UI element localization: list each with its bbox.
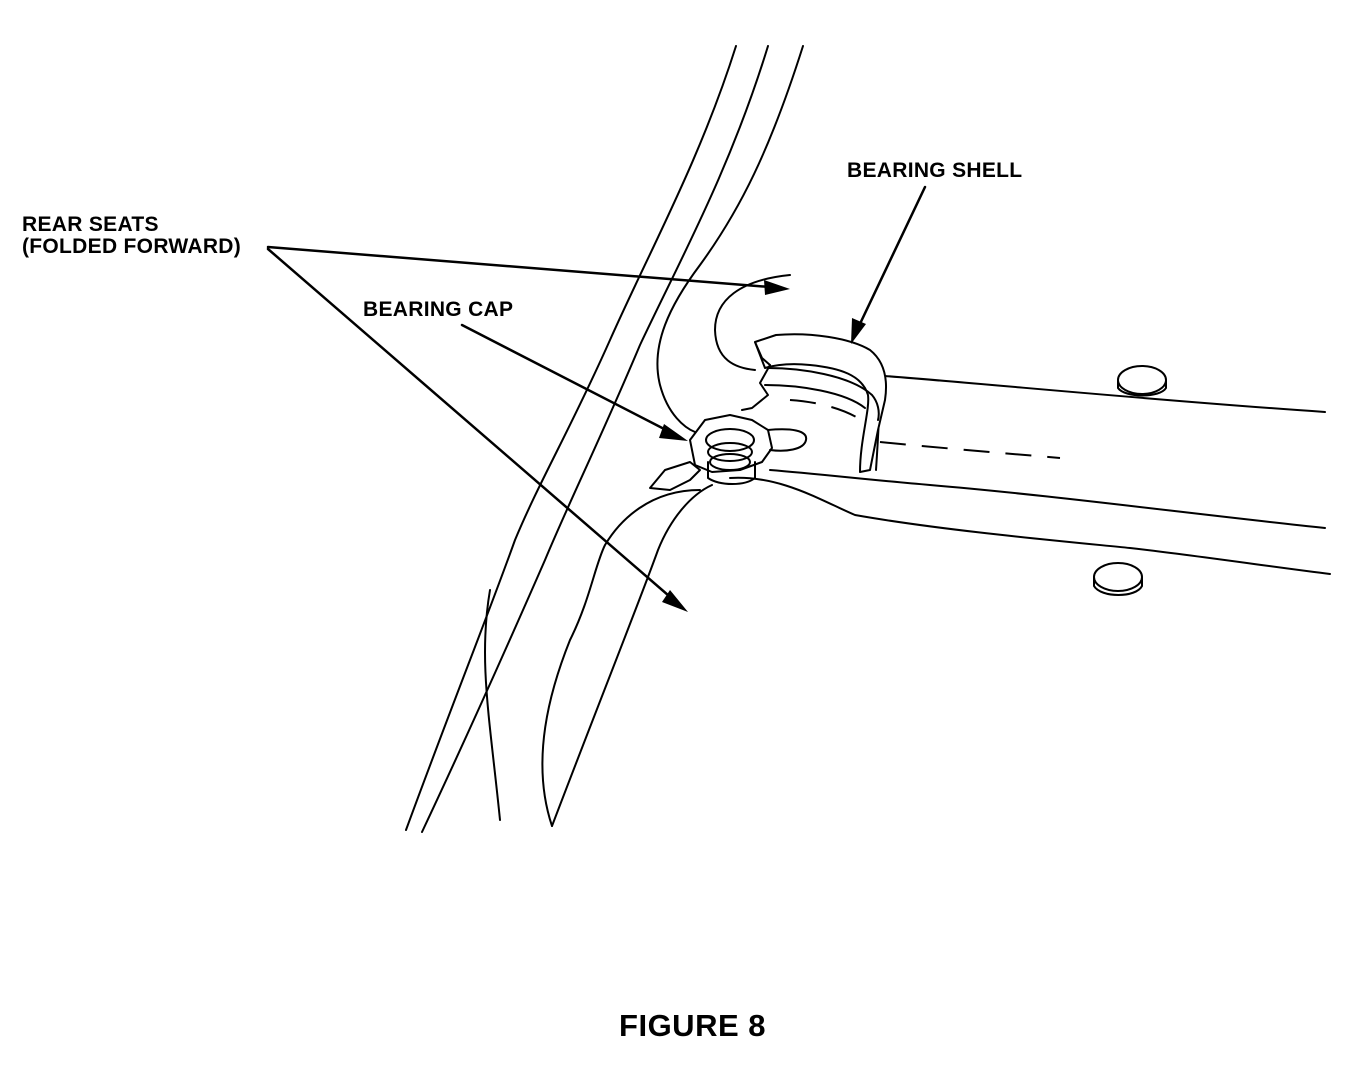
- bearing-shell: [741, 333, 888, 473]
- leader-bearing-cap: [460, 323, 688, 441]
- left-seat-back-outline: [405, 45, 804, 833]
- label-bearing-cap: BEARING CAP: [363, 298, 514, 321]
- label-bearing-shell: BEARING SHELL: [847, 159, 1023, 182]
- leader-bearing-shell: [851, 185, 927, 344]
- bearing-cap: [649, 414, 808, 491]
- leader-rear-seats-lower: [266, 247, 688, 612]
- leader-rear-seats-upper: [266, 245, 790, 295]
- upper-seat-cushion: [714, 274, 791, 371]
- label-rear-seats-folded-forward: (FOLDED FORWARD): [22, 235, 242, 258]
- floor-bumper-lower: [1093, 562, 1143, 596]
- figure-caption: FIGURE 8: [619, 1008, 766, 1043]
- label-rear-seats: REAR SEATS: [22, 213, 159, 236]
- floor-rail-panel: [769, 375, 1326, 529]
- floor-bumper-upper: [1117, 365, 1167, 397]
- lower-seat-cushion: [541, 476, 1331, 827]
